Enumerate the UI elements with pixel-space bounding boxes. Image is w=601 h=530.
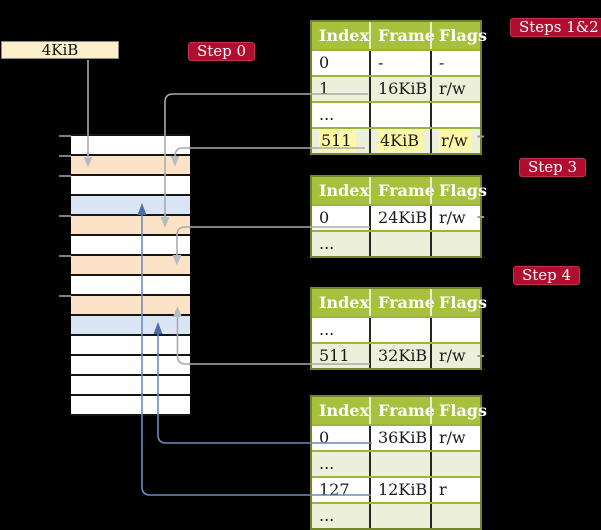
- table-cell-flags: [430, 452, 480, 476]
- table-header-cell-index: Index: [319, 401, 370, 420]
- memory-frame-row-white: [71, 356, 190, 376]
- table-header-cell-frame: Frame: [369, 177, 435, 204]
- memory-frame-row-orange: [71, 216, 190, 236]
- table-header-cell-index: Index: [319, 293, 370, 312]
- memory-address-tick: [59, 295, 71, 297]
- table-cell-index: 0: [319, 428, 330, 447]
- table-header-cell-flags: Flags: [430, 289, 487, 316]
- table-cell-index: 127: [319, 480, 350, 499]
- highlighted-value: 4KiB: [378, 130, 424, 152]
- highlighted-value: 511: [319, 130, 356, 152]
- table-header-cell-flags: Flags: [430, 22, 487, 49]
- table-cell-flags: r: [430, 478, 480, 502]
- table-cell-frame: [369, 504, 430, 528]
- table-cell-frame: 24KiB: [369, 206, 430, 230]
- page-table-row: ...: [312, 230, 480, 256]
- memory-frame-row-white: [71, 336, 190, 356]
- table-header-cell-flags: Flags: [430, 177, 487, 204]
- table-header-cell-frame: Frame: [369, 397, 435, 424]
- memory-frame-row-white: [71, 396, 190, 416]
- table-cell-index: ...: [319, 234, 335, 253]
- table-cell-frame: -: [369, 51, 430, 75]
- table-cell-frame: [369, 232, 430, 256]
- page-table-row: ...: [312, 450, 480, 476]
- table-header-cell-flags: Flags: [430, 397, 487, 424]
- page-table-row: 511 4KiB r/w: [312, 127, 480, 153]
- memory-frame-row-orange: [71, 256, 190, 276]
- memory-address-tick: [59, 215, 71, 217]
- physical-memory-column: [71, 134, 190, 416]
- memory-frame-row-orange: [71, 156, 190, 176]
- table-cell-index: 0: [319, 208, 330, 227]
- table-cell-index: 1: [319, 79, 330, 98]
- memory-frame-row-white: [71, 376, 190, 396]
- step-3-label: Step 3: [519, 158, 587, 177]
- table-cell-frame: [369, 452, 430, 476]
- table-cell-index: ...: [319, 506, 335, 525]
- step-4-label: Step 4: [513, 266, 581, 285]
- memory-address-tick: [59, 255, 71, 257]
- table-cell-index: 511: [312, 129, 369, 153]
- table-header-cell-index: Index: [319, 26, 370, 45]
- table-cell-index: 0: [319, 53, 330, 72]
- page-table-row: ...: [312, 316, 480, 342]
- memory-frame-row-white: [71, 236, 190, 256]
- table-header-cell-frame: Frame: [369, 22, 435, 49]
- table-cell-flags: r/w: [430, 77, 480, 101]
- table-cell-flags: -: [430, 51, 480, 75]
- table-cell-index: ...: [319, 105, 335, 124]
- memory-frame-row-white: [71, 136, 190, 156]
- table-cell-flags: [430, 103, 480, 127]
- table-cell-flags: r/w: [430, 344, 480, 368]
- table-cell-frame: [369, 318, 430, 342]
- table-cell-index: 511: [319, 346, 350, 365]
- table-cell-flags: r/w: [430, 426, 480, 450]
- memory-address-tick: [59, 155, 71, 157]
- table-cell-flags: [430, 318, 480, 342]
- table-cell-flags: [430, 232, 480, 256]
- memory-frame-row-white: [71, 176, 190, 196]
- memory-frame-row-orange: [71, 296, 190, 316]
- table-cell-flags: r/w: [430, 129, 480, 153]
- table-header-cell-index: Index: [319, 181, 370, 200]
- table-cell-flags: [430, 504, 480, 528]
- table-header-cell-frame: Frame: [369, 289, 435, 316]
- cr3-frame-address-box: 4KiB: [1, 41, 119, 59]
- page-table-row: ...: [312, 101, 480, 127]
- memory-frame-row-blue: [71, 196, 190, 216]
- page-table-row: 0 --: [312, 49, 480, 75]
- table-cell-frame: 12KiB: [369, 478, 430, 502]
- step-0-label: Step 0: [188, 42, 256, 61]
- steps-1-2-label: Steps 1&2: [510, 18, 601, 37]
- memory-address-tick: [59, 135, 71, 137]
- table-cell-index: ...: [319, 454, 335, 473]
- page-table-row: ...: [312, 502, 480, 528]
- memory-frame-row-blue: [71, 316, 190, 336]
- table-cell-frame: 32KiB: [369, 344, 430, 368]
- memory-frame-row-white: [71, 276, 190, 296]
- table-cell-frame: [369, 103, 430, 127]
- frame-address-label: 4KiB: [41, 41, 79, 59]
- memory-address-tick: [59, 175, 71, 177]
- table-cell-frame: 4KiB: [369, 129, 430, 153]
- table-cell-index: ...: [319, 320, 335, 339]
- table-cell-flags: r/w: [430, 206, 480, 230]
- table-cell-frame: 16KiB: [369, 77, 430, 101]
- table-cell-frame: 36KiB: [369, 426, 430, 450]
- highlighted-value: r/w: [439, 130, 472, 152]
